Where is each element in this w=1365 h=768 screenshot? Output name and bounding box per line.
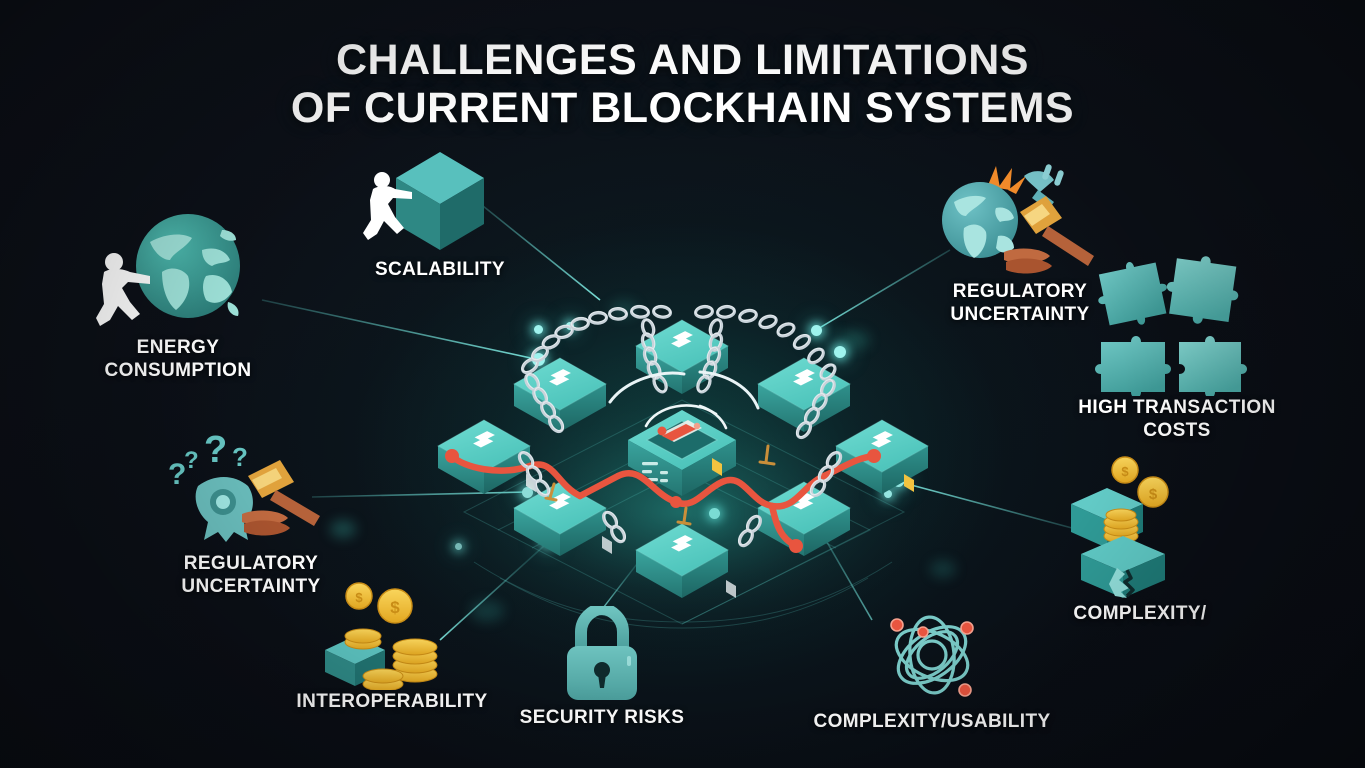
padlock-icon <box>512 606 692 706</box>
floating-coins: $ $ <box>345 582 413 624</box>
gavel <box>242 460 320 536</box>
gavel-questionmarks-icon: ? ? ? ? <box>136 432 366 552</box>
node-high-transaction-costs[interactable]: HIGH TRANSACTION COSTS <box>1062 246 1292 442</box>
puzzle-pieces-icon <box>1062 246 1292 396</box>
node-energy-consumption[interactable]: ENERGY CONSUMPTION <box>58 206 298 382</box>
puzzle-piece <box>1095 336 1171 396</box>
svg-text:?: ? <box>184 447 199 474</box>
svg-text:$: $ <box>355 590 363 605</box>
rosette-seal <box>195 477 253 542</box>
node-scalability[interactable]: SCALABILITY <box>340 138 540 281</box>
node-label: COMPLEXITY/ <box>1073 603 1207 624</box>
globe <box>942 182 1018 258</box>
node-interoperability[interactable]: $ $ <box>292 580 492 713</box>
cracked-cube-coins-icon: $ $ <box>1040 452 1240 602</box>
node-label: COMPLEXITY/USABILITY <box>813 711 1051 732</box>
cube-cracked <box>1081 536 1165 598</box>
node-label: ENERGY CONSUMPTION <box>104 337 252 381</box>
puzzle-piece <box>1166 256 1239 324</box>
node-label: INTEROPERABILITY <box>296 691 488 712</box>
puzzle-piece <box>1098 262 1167 326</box>
page-title: CHALLENGES AND LIMITATIONS OF CURRENT BL… <box>290 36 1075 132</box>
node-complexity-usability[interactable]: COMPLEXITY/USABILITY <box>812 600 1052 733</box>
puzzle-piece <box>1179 336 1247 396</box>
cube-coins-icon: $ $ <box>292 580 492 690</box>
svg-text:$: $ <box>1149 486 1158 503</box>
node-complexity[interactable]: $ $ <box>1040 452 1240 625</box>
svg-text:?: ? <box>204 432 227 471</box>
svg-text:$: $ <box>390 598 400 617</box>
node-regulatory-uncertainty-left[interactable]: ? ? ? ? <box>136 432 366 598</box>
globe-person-icon <box>58 206 298 336</box>
person-pushing-cube-icon <box>340 138 540 258</box>
node-label: SCALABILITY <box>374 259 505 280</box>
svg-text:?: ? <box>232 442 248 472</box>
atom-orbit-icon <box>812 600 1052 710</box>
cube-shape <box>396 152 484 250</box>
svg-text:$: $ <box>1121 464 1129 479</box>
node-label: SECURITY RISKS <box>519 707 685 728</box>
node-label: HIGH TRANSACTION COSTS <box>1078 397 1276 441</box>
node-security-risks[interactable]: SECURITY RISKS <box>512 606 692 729</box>
